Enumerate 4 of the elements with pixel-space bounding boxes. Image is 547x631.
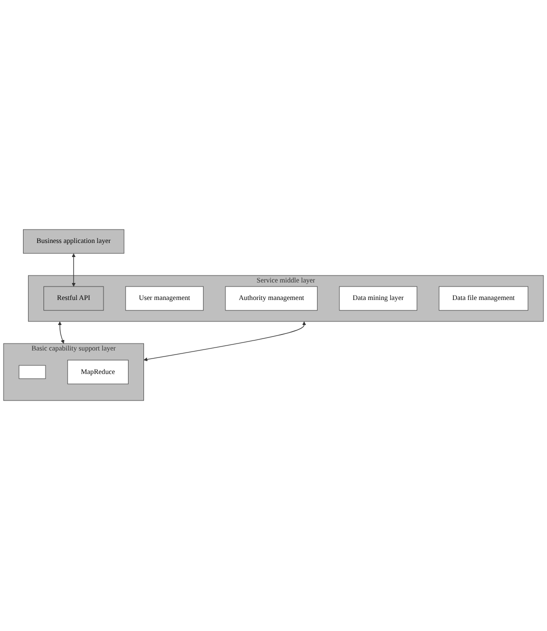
- node-box: [18, 366, 46, 380]
- arrow: [58, 322, 64, 344]
- arrow: [72, 254, 76, 288]
- arrow: [144, 322, 306, 362]
